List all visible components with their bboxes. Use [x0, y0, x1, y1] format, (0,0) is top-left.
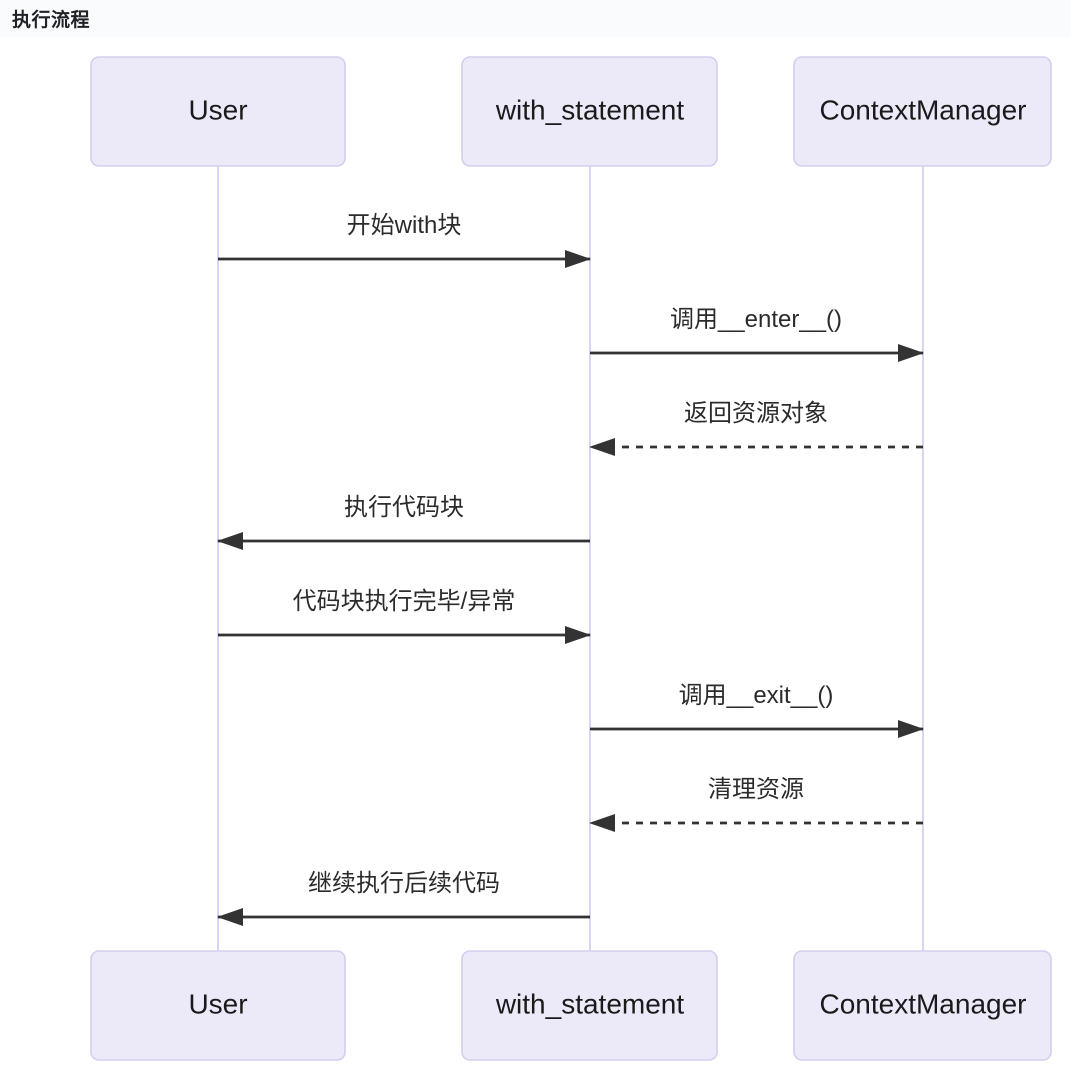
actor-label-with-statement: with_statement	[495, 988, 685, 1019]
message-label: 调用__enter__()	[670, 306, 842, 333]
actor-rect	[793, 56, 1052, 167]
section-header-band: 执行流程	[0, 0, 1071, 37]
message-label: 执行代码块	[344, 494, 464, 521]
message-return-resource: 返回资源对象	[589, 400, 923, 456]
actor-box-user-bottom: User	[90, 950, 346, 1061]
actor-label-user: User	[188, 988, 247, 1019]
message-label: 返回资源对象	[684, 400, 828, 427]
actor-label-user: User	[188, 94, 247, 125]
actor-box-user-top: User	[90, 56, 346, 167]
message-call-exit: 调用__exit__()	[590, 682, 924, 738]
actor-box-with-statement-bottom: with_statement	[461, 950, 718, 1061]
message-continue-execution: 继续执行后续代码	[217, 870, 590, 926]
message-label: 调用__exit__()	[679, 682, 834, 709]
actor-box-context-manager-bottom: ContextManager	[793, 950, 1052, 1061]
actor-rect	[461, 56, 718, 167]
section-title: 执行流程	[12, 10, 91, 31]
sequence-diagram-canvas: User with_statement ContextManager 开始wit…	[90, 56, 1052, 1061]
message-start-with-block: 开始with块	[218, 212, 591, 268]
actor-label-context-manager: ContextManager	[819, 94, 1026, 125]
message-cleanup-resource: 清理资源	[589, 776, 923, 832]
actor-rect	[90, 56, 346, 167]
actor-rect	[793, 950, 1052, 1061]
message-label: 代码块执行完毕/异常	[293, 588, 516, 615]
message-label: 清理资源	[708, 776, 804, 803]
message-label: 开始with块	[347, 212, 462, 239]
actor-label-context-manager: ContextManager	[819, 988, 1026, 1019]
actor-box-context-manager-top: ContextManager	[793, 56, 1052, 167]
message-code-block-done: 代码块执行完毕/异常	[218, 588, 591, 644]
message-label: 继续执行后续代码	[308, 870, 500, 897]
actor-rect	[90, 950, 346, 1061]
message-call-enter: 调用__enter__()	[590, 306, 924, 362]
actor-box-with-statement-top: with_statement	[461, 56, 718, 167]
message-execute-code-block: 执行代码块	[217, 494, 590, 550]
actor-label-with-statement: with_statement	[495, 94, 685, 125]
actor-rect	[461, 950, 718, 1061]
